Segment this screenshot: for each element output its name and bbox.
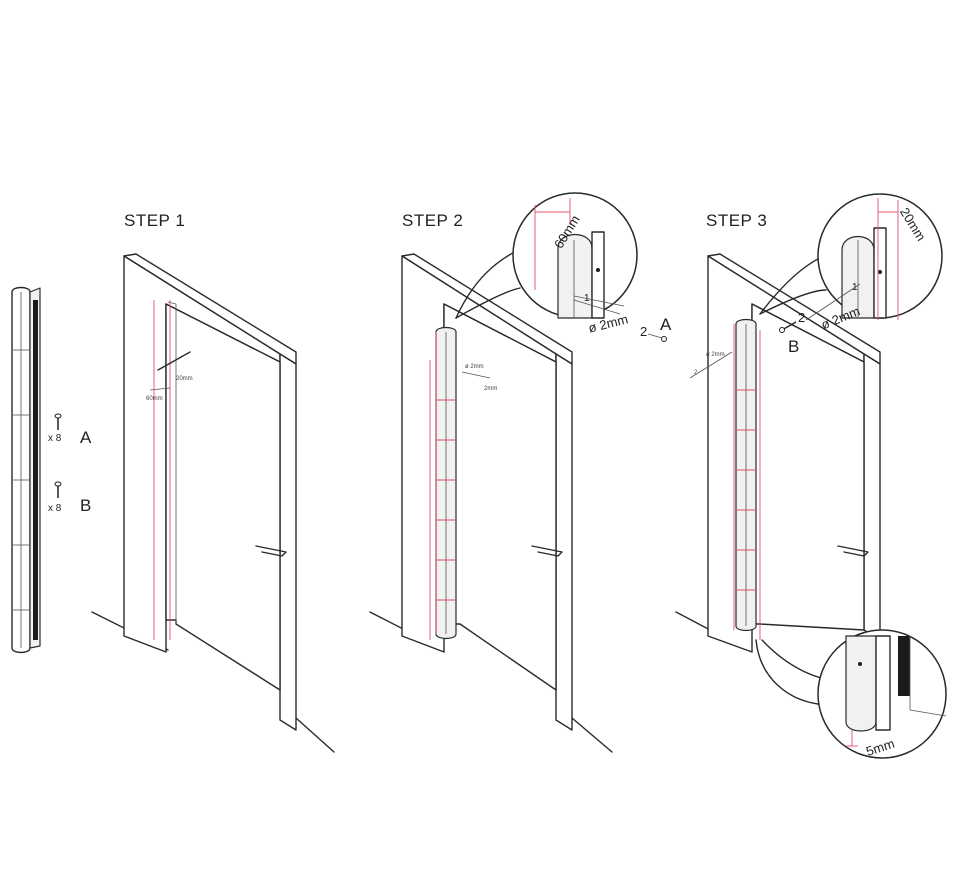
callout1-n2: 2 (640, 324, 647, 339)
step1-door: 60mm 20mm (91, 253, 335, 753)
step3-dim-dia: ø 2mm (706, 352, 725, 358)
step2-title: STEP 2 (402, 211, 463, 230)
callout-20mm: 20mm 1 ø 2mm 2 B (759, 193, 943, 356)
callout2-n1: 1 (852, 282, 858, 293)
screw-a-group: x 8 A (48, 413, 92, 447)
screw-a-label: A (80, 428, 92, 447)
product-strip (11, 286, 41, 654)
step2-dim-small: 2mm (484, 386, 497, 392)
step3-dim-n2: 2 (694, 370, 698, 376)
callout2-n2: 2 (798, 310, 805, 325)
screw-b-qty: x 8 (48, 503, 62, 514)
screw-a-icon (54, 413, 62, 430)
step1-dim-60: 60mm (146, 396, 163, 402)
screw-b-label: B (80, 496, 91, 515)
step2-dim-dia: ø 2mm (465, 364, 484, 370)
screw-b-group: x 8 B (48, 481, 91, 515)
step3-title: STEP 3 (706, 211, 767, 230)
callout-5mm: 5mm (755, 629, 947, 759)
step3-door: ø 2mm 2 (675, 253, 881, 653)
callout-60mm: 60mm 1 ø 2mm 2 A (455, 192, 672, 342)
step2-door: ø 2mm 2mm (369, 253, 613, 753)
callout1-screw: A (660, 315, 672, 334)
callout1-n1: 1 (584, 293, 590, 304)
callout2-screw-icon (779, 321, 797, 333)
step1-title: STEP 1 (124, 211, 185, 230)
callout1-screw-icon (661, 336, 667, 342)
step1-dim-20: 20mm (176, 376, 193, 382)
screw-b-icon (54, 481, 62, 498)
screw-a-qty: x 8 (48, 433, 62, 444)
callout2-screw: B (788, 337, 799, 356)
